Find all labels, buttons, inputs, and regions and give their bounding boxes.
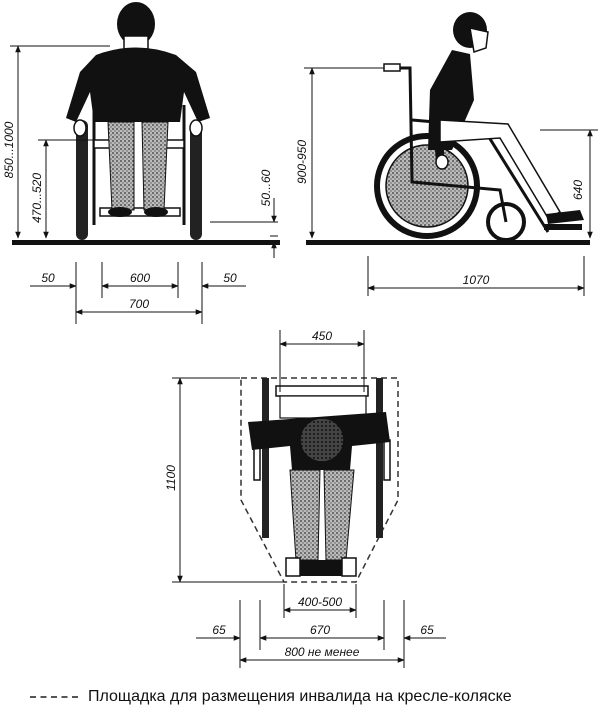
top-total-width-label: 800 не менее [285,645,360,659]
top-area-outline [240,377,399,583]
top-side-left-label: 65 [212,623,226,637]
front-side-left-label: 50 [41,271,55,285]
top-side-right-label: 65 [420,623,434,637]
top-width-label: 450 [312,329,332,343]
front-seat-width-label: 600 [130,271,150,285]
top-person-legs [289,469,355,561]
side-length-label: 1070 [463,273,490,287]
side-height-label: 900-950 [295,140,309,184]
front-floor [12,240,280,245]
front-person-torso [66,47,210,122]
front-person-head [117,2,155,46]
top-length-label: 1100 [164,465,178,491]
front-person-legs [107,121,169,211]
top-width-between-label: 670 [310,623,330,637]
front-side-right-label: 50 [223,271,237,285]
front-left-wheel [76,120,88,240]
top-view: 450 1100 400-500 65 670 65 800 не менее [164,329,446,668]
legend-label: Площадка для размещения инвалида на крес… [88,688,512,705]
dashed-line-swatch [30,696,78,698]
side-main-wheel [374,133,480,239]
side-knee-height-label: 640 [571,180,585,200]
legend: Площадка для размещения инвалида на крес… [30,686,512,708]
side-floor [306,240,590,245]
front-right-wheel [190,120,202,240]
side-caster-wheel [486,202,526,242]
front-footrest-gap-label: 50...60 [259,169,273,206]
front-view: 850...1000 470...520 50...60 50 600 50 7… [2,2,280,324]
top-person-head [299,417,345,463]
front-height-label: 850...1000 [2,121,16,178]
top-knee-width-label: 400-500 [298,595,342,609]
front-seat-height-label: 470...520 [30,173,44,223]
side-view: 900-950 640 1070 [295,12,598,296]
front-total-width-label: 700 [129,297,149,311]
